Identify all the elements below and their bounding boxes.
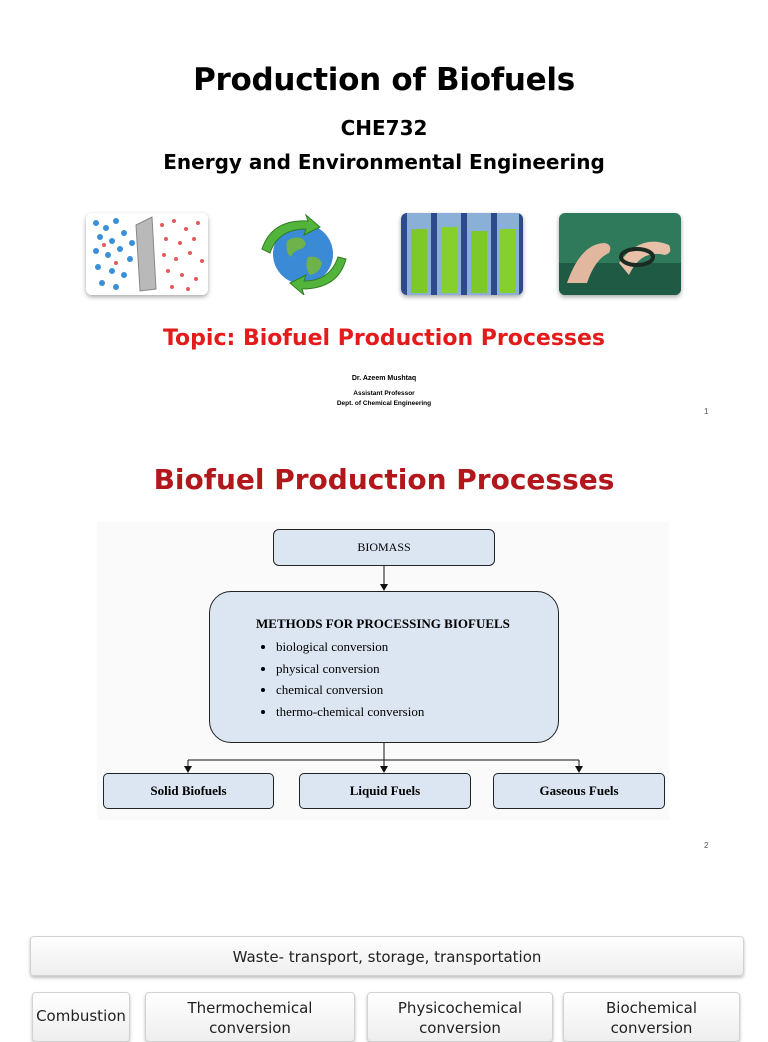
author-position: Assistant Professor: [353, 390, 415, 397]
methods-title: METHODS FOR PROCESSING BIOFUELS: [256, 616, 510, 631]
algae-tubes-image: [401, 213, 523, 295]
methods-list: biological conversion physical conversio…: [256, 636, 558, 722]
page-number: 1: [704, 407, 709, 416]
combustion-box: Combustion: [32, 992, 130, 1042]
page-number: 2: [704, 841, 709, 850]
methods-box: METHODS FOR PROCESSING BIOFUELS biologic…: [209, 591, 559, 743]
list-item: chemical conversion: [276, 679, 558, 701]
topic-heading: Topic: Biofuel Production Processes: [162, 326, 606, 351]
course-subtitle: Energy and Environmental Engineering: [163, 150, 605, 174]
liquid-fuels-box: Liquid Fuels: [299, 773, 471, 809]
waste-handling-box: Waste- transport, storage, transportatio…: [30, 936, 744, 976]
globe-recycle-image: [242, 213, 364, 295]
biochemical-box: Biochemical conversion: [563, 992, 740, 1042]
solid-biofuels-box: Solid Biofuels: [103, 773, 274, 809]
hands-algae-image: [559, 213, 681, 295]
author-department: Dept. of Chemical Engineering: [336, 400, 432, 407]
author-name: Dr. Azeem Mushtaq: [351, 375, 417, 382]
thermochemical-box: Thermochemical conversion: [145, 992, 355, 1042]
physicochemical-box: Physicochemical conversion: [367, 992, 553, 1042]
slide1-title: Production of Biofuels: [193, 62, 575, 98]
membrane-particles-image: [86, 213, 208, 295]
gaseous-fuels-box: Gaseous Fuels: [493, 773, 665, 809]
course-code: CHE732: [340, 116, 428, 140]
biomass-box: BIOMASS: [273, 529, 495, 566]
list-item: physical conversion: [276, 658, 558, 680]
list-item: biological conversion: [276, 636, 558, 658]
list-item: thermo-chemical conversion: [276, 701, 558, 723]
slide2-title: Biofuel Production Processes: [153, 463, 615, 496]
